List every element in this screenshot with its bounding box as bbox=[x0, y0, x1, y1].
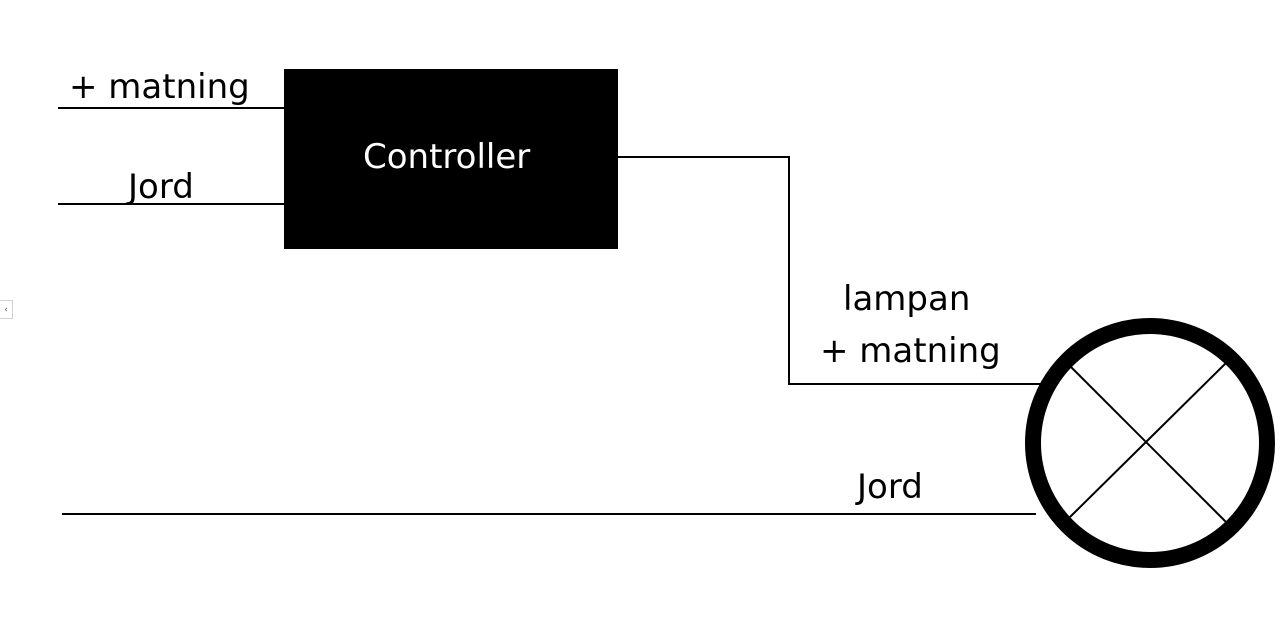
ground-out-label: Jord bbox=[857, 467, 923, 507]
supply-label: + matning bbox=[69, 67, 250, 107]
lamp-cross-line-b bbox=[1069, 361, 1228, 518]
lamp-supply-wire bbox=[618, 156, 1042, 385]
controller-label: Controller bbox=[363, 137, 531, 177]
lamp-cross-line-a bbox=[1069, 365, 1228, 524]
lamp-label-line2: + matning bbox=[820, 331, 1001, 371]
ground-in-label: Jord bbox=[128, 167, 194, 207]
lamp-label-line1: lampan bbox=[843, 279, 971, 319]
edge-collapse-tab[interactable]: ‹ bbox=[0, 300, 13, 319]
lamp-symbol bbox=[1025, 318, 1275, 568]
controller-box bbox=[284, 69, 618, 249]
